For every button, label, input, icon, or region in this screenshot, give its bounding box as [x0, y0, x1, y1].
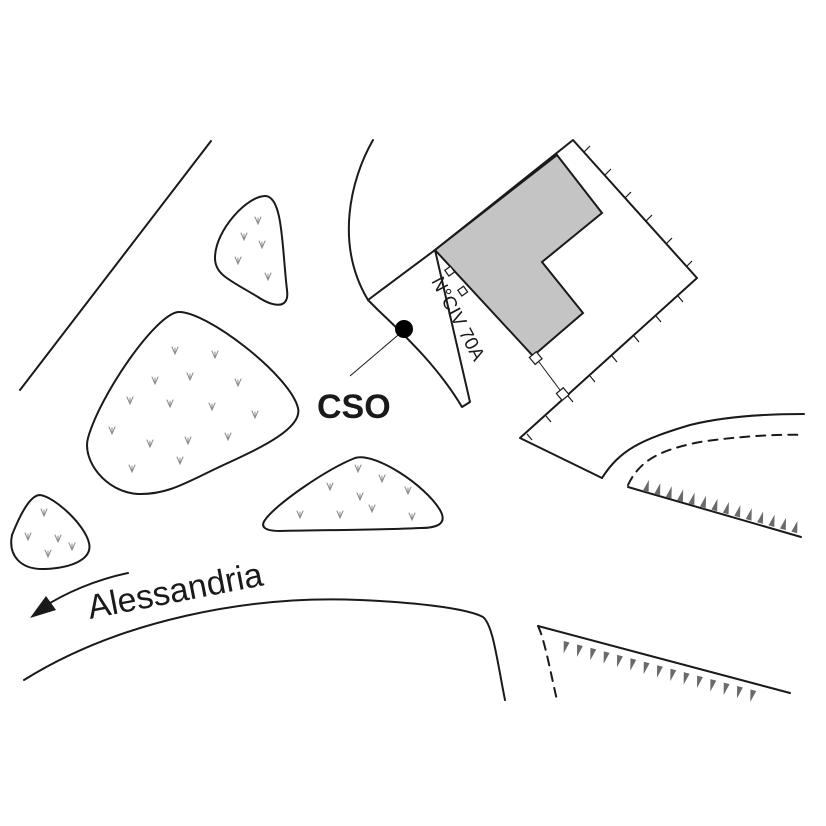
green-area-2	[86, 310, 300, 496]
grass-tuft-icon	[254, 216, 262, 226]
embankment-tick-icon	[736, 686, 743, 699]
grass-tuft-icon	[208, 402, 216, 412]
grass-tuft-icon	[44, 549, 52, 559]
embankment-tick-icon	[710, 679, 717, 692]
embankment-tick-icon	[711, 498, 718, 512]
grass-tuft-icon	[224, 432, 232, 442]
site-leader-line	[349, 329, 405, 377]
embankment-tick-icon	[768, 514, 775, 527]
embankment-tick-icon	[630, 658, 637, 671]
grass-tuft-icon	[128, 464, 136, 474]
embankment-tick-icon	[688, 492, 695, 505]
grass-tuft-icon	[40, 508, 48, 518]
direction-label: Alessandria	[84, 556, 266, 627]
embankment-tick-icon	[665, 486, 672, 499]
embankment-tick-icon	[699, 495, 707, 509]
kerb-strip	[367, 249, 471, 408]
site-label: CSO	[317, 388, 391, 426]
grass-tuft-icon	[146, 439, 154, 449]
embankment-tick-icon	[757, 511, 764, 524]
embankment-tick-icon	[791, 520, 798, 534]
embankment-tick-icon	[576, 644, 583, 657]
grass-tuft-icon	[378, 474, 386, 484]
grass-tuft-icon	[211, 350, 219, 360]
embankment-tick-icon	[745, 508, 752, 521]
survey-markers	[443, 265, 570, 402]
embankment-tick-icon	[616, 654, 623, 668]
embankment-tick-icon	[734, 505, 741, 518]
embankment-tick-icon	[643, 661, 650, 675]
grass-tuft-icon	[184, 436, 192, 446]
grass-tuft-icon	[368, 504, 376, 514]
site-marker-icon	[395, 320, 413, 338]
direction-arrow-icon	[30, 596, 56, 618]
embankment-southeast-line	[537, 625, 791, 694]
grass-tuft-icon	[108, 426, 116, 436]
embankment-tick-icon	[642, 480, 649, 493]
grass-tuft-icon	[171, 346, 179, 356]
grass-tuft-icon	[408, 512, 416, 522]
grass-tuft-icon	[24, 532, 32, 542]
grass-tuft-icon	[336, 510, 344, 520]
embankment-tick-icon	[563, 640, 570, 654]
road-east-dashed	[627, 433, 805, 486]
embankment-tick-icon	[696, 675, 703, 689]
green-area-4	[10, 494, 91, 571]
road-east-upper-edge	[601, 413, 805, 479]
boundary-ticks	[526, 145, 693, 441]
property-boundary	[434, 139, 698, 479]
embankment-tick-icon	[722, 502, 729, 515]
road-southeast-dashed	[537, 625, 558, 701]
site-marker	[349, 320, 413, 377]
embankment-tick-icon	[670, 668, 677, 682]
grass-tuft-icon	[326, 482, 334, 492]
embankment-tick-icon	[683, 672, 690, 685]
grass-tuft-icon	[404, 486, 412, 496]
embankment-tick-icon	[677, 489, 684, 502]
embankment-southeast-ticks	[563, 640, 757, 702]
green-area-3	[262, 456, 444, 532]
road-curve-north	[347, 139, 374, 301]
grass-tuft-icon	[176, 456, 184, 466]
grass-tuft-icon	[356, 492, 364, 502]
grass-tuft-icon	[151, 376, 159, 386]
vegetation-symbols	[24, 216, 416, 559]
embankment-tick-icon	[603, 651, 610, 664]
embankment-tick-icon	[654, 483, 661, 496]
grass-tuft-icon	[251, 410, 259, 420]
grass-tuft-icon	[264, 272, 272, 282]
grass-tuft-icon	[68, 542, 76, 552]
embankment-east-line	[627, 486, 802, 538]
grass-tuft-icon	[296, 510, 304, 520]
grass-tuft-icon	[54, 534, 62, 544]
grass-tuft-icon	[234, 256, 242, 266]
grass-tuft-icon	[240, 232, 248, 242]
grass-tuft-icon	[234, 378, 242, 388]
green-area-1	[214, 194, 289, 306]
road-edge-northwest	[19, 140, 212, 391]
road-south-upper-edge	[23, 598, 506, 701]
embankment-tick-icon	[590, 647, 597, 661]
embankment-tick-icon	[723, 682, 730, 695]
embankment-tick-icon	[656, 665, 663, 678]
grass-tuft-icon	[186, 372, 194, 382]
grass-tuft-icon	[126, 396, 134, 406]
embankment-tick-icon	[779, 517, 787, 531]
embankment-east-ticks	[642, 480, 798, 534]
grass-tuft-icon	[258, 240, 266, 250]
embankment-tick-icon	[750, 689, 757, 702]
grass-tuft-icon	[166, 399, 174, 409]
grass-tuft-icon	[354, 464, 362, 474]
